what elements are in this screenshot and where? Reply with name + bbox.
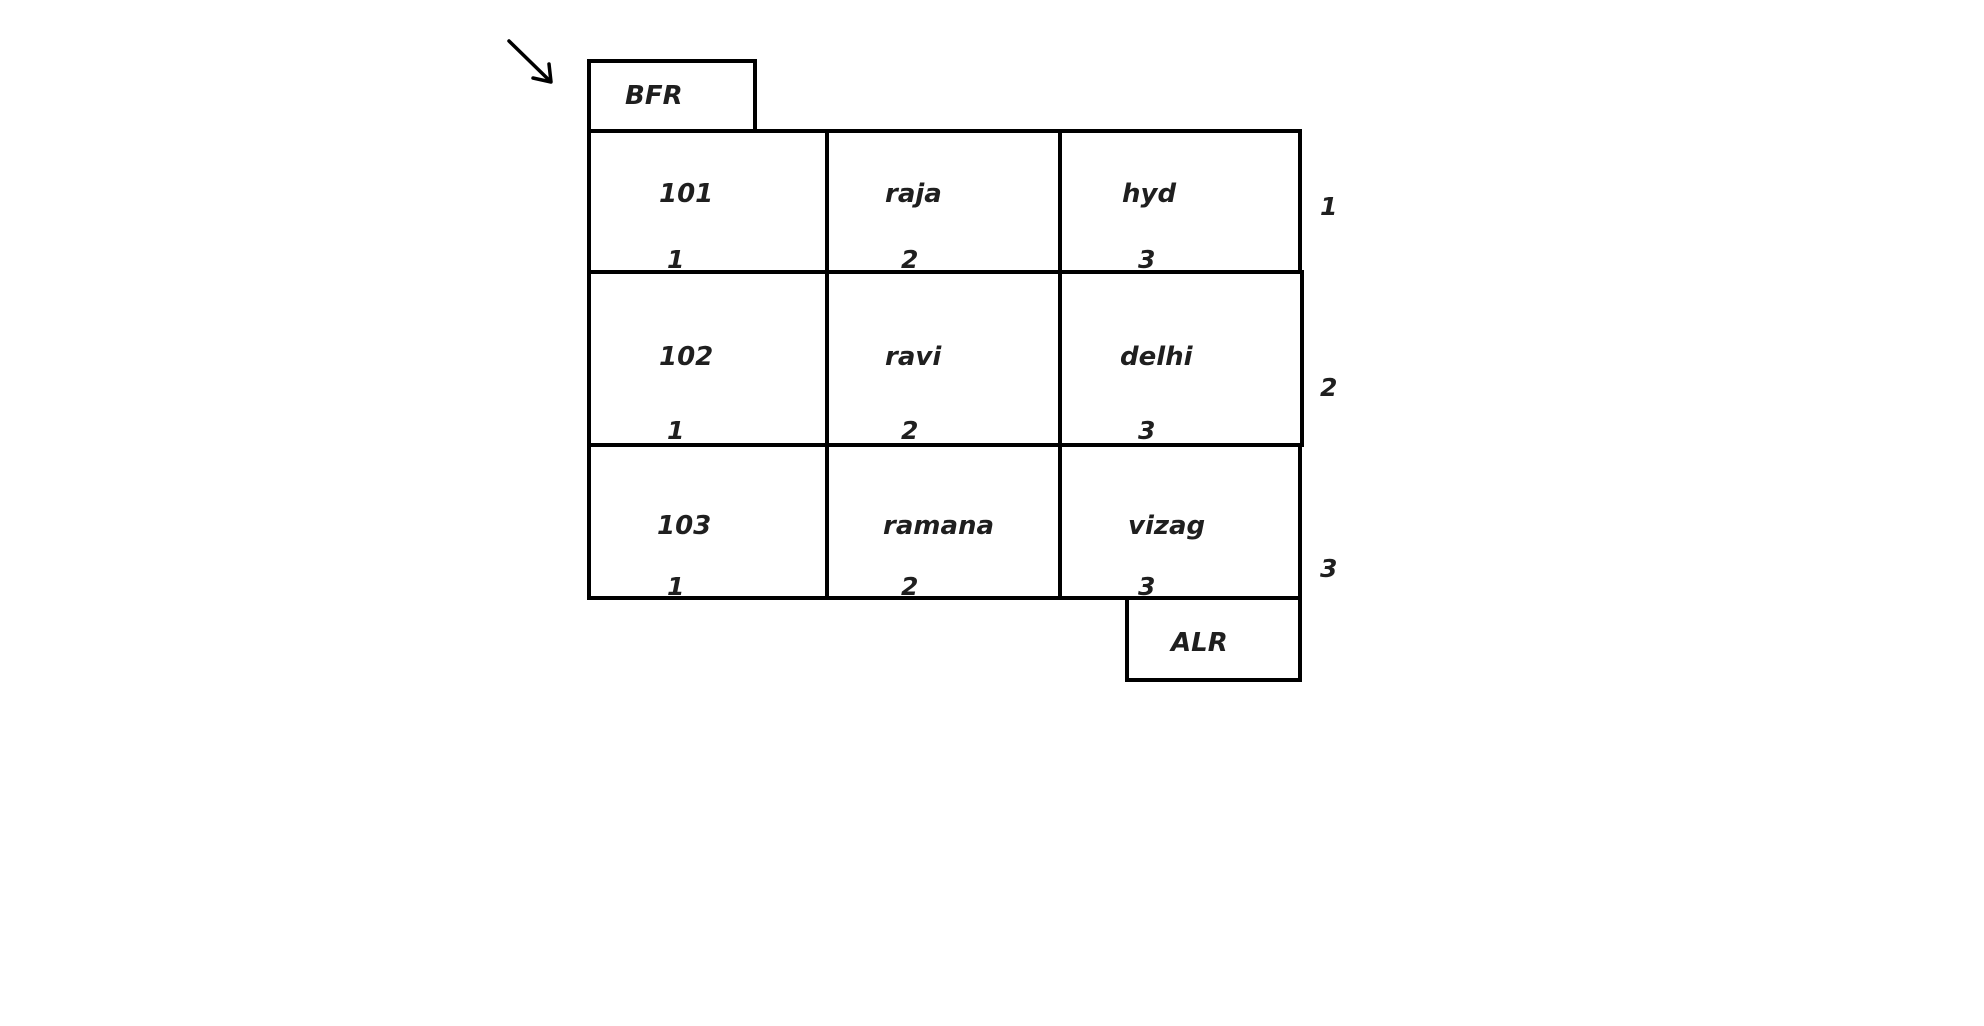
table-cell: vizag 3 xyxy=(1058,443,1302,600)
cell-index: 2 xyxy=(901,572,919,601)
table-cell: 102 1 xyxy=(587,270,829,447)
cell-value: ravi xyxy=(885,342,942,372)
cell-index: 1 xyxy=(667,572,685,601)
cell-value: 103 xyxy=(657,511,712,541)
row-number: 2 xyxy=(1320,373,1338,402)
cell-value: hyd xyxy=(1122,179,1177,209)
cell-value: raja xyxy=(885,179,942,209)
cell-index: 2 xyxy=(901,245,919,274)
bfr-box: BFR xyxy=(587,59,757,133)
row-number: 3 xyxy=(1320,554,1338,583)
alr-box: ALR xyxy=(1125,596,1302,682)
table-cell: 101 1 xyxy=(587,129,829,274)
table-cell: hyd 3 xyxy=(1058,129,1302,274)
cell-index: 3 xyxy=(1138,245,1156,274)
cell-index: 3 xyxy=(1138,572,1156,601)
table-cell: ramana 2 xyxy=(825,443,1062,600)
table-cell: delhi 3 xyxy=(1058,270,1304,447)
row-number: 1 xyxy=(1320,192,1338,221)
bfr-label: BFR xyxy=(625,81,683,111)
cell-value: delhi xyxy=(1120,342,1193,372)
cell-value: 101 xyxy=(659,179,714,209)
table-cell: raja 2 xyxy=(825,129,1062,274)
arrow-icon xyxy=(507,39,553,84)
cell-value: vizag xyxy=(1128,511,1206,541)
cell-index: 1 xyxy=(667,245,685,274)
table-cell: ravi 2 xyxy=(825,270,1062,447)
cell-value: ramana xyxy=(883,511,995,541)
cell-index: 3 xyxy=(1138,416,1156,445)
cell-value: 102 xyxy=(659,342,714,372)
cell-index: 2 xyxy=(901,416,919,445)
table-cell: 103 1 xyxy=(587,443,829,600)
alr-label: ALR xyxy=(1171,628,1228,658)
cell-index: 1 xyxy=(667,416,685,445)
